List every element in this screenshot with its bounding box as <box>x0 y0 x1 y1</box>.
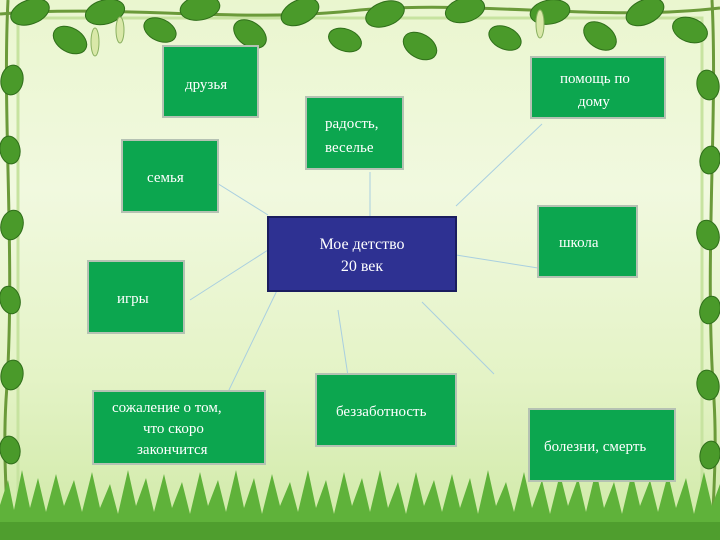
leaf <box>696 369 720 401</box>
connector-semya <box>211 179 269 216</box>
center-title: Мое детство <box>319 236 405 253</box>
node-radost-label-2: веселье <box>325 140 374 156</box>
pod <box>90 27 100 57</box>
node-sozhalenie-label-1: сожаление о том, <box>112 400 222 416</box>
leaf <box>625 0 665 27</box>
pod <box>535 9 545 39</box>
leaf <box>179 0 221 21</box>
leaf <box>0 64 24 96</box>
leaf <box>143 17 177 43</box>
node-sozhalenie-label-3: закончится <box>137 442 208 458</box>
leaf <box>672 16 708 44</box>
leaf <box>10 0 50 26</box>
leaf <box>233 19 267 49</box>
node-semya: семья <box>121 139 219 213</box>
connector-igry <box>189 249 269 301</box>
connector-bezzabotnost <box>337 309 349 377</box>
node-bolezni: болезни, смерть <box>528 408 676 482</box>
node-bolezni-label: болезни, смерть <box>544 439 647 455</box>
node-druzya-label: друзья <box>185 77 228 93</box>
node-druzya: друзья <box>162 45 259 118</box>
leaf <box>0 209 24 241</box>
node-semya-label: семья <box>147 170 184 186</box>
leaf <box>280 0 320 27</box>
connector-pomosh <box>455 123 543 207</box>
grass-base <box>0 522 720 540</box>
node-radost: радость, веселье <box>305 96 404 170</box>
node-shkola-label: школа <box>559 235 599 251</box>
node-pomosh-label-2: дому <box>578 94 610 110</box>
leaf <box>328 27 362 53</box>
center-node: Мое детство 20 век <box>267 216 457 292</box>
leaf <box>583 21 617 51</box>
node-pomosh-label-1: помощь по <box>560 71 630 87</box>
connector-shkola <box>455 254 539 269</box>
node-radost-label-1: радость, <box>325 116 379 132</box>
leaf <box>402 31 438 61</box>
leaf <box>488 25 522 51</box>
leaf <box>84 0 126 26</box>
leaf <box>0 435 21 465</box>
pod <box>115 16 125 44</box>
leaf <box>365 0 405 28</box>
node-sozhalenie-label-2: что скоро <box>143 421 204 437</box>
node-igry-label: игры <box>117 291 149 307</box>
node-igry: игры <box>87 260 185 334</box>
node-bezzabotnost-label: беззаботность <box>336 404 427 420</box>
leaf <box>0 359 24 391</box>
leaf <box>52 25 88 55</box>
leaf <box>444 0 486 24</box>
leaf <box>696 219 720 251</box>
leaf <box>696 69 720 101</box>
node-pomosh: помощь по дому <box>530 56 666 119</box>
node-shkola: школа <box>537 205 638 278</box>
center-subtitle: 20 век <box>340 258 384 275</box>
leaf <box>0 135 21 165</box>
leaf <box>0 285 21 315</box>
connector-bolezni <box>421 301 495 375</box>
node-bezzabotnost: беззаботность <box>315 373 457 447</box>
node-sozhalenie: сожаление о том, что скоро закончится <box>92 390 266 465</box>
connector-sozhalenie <box>227 277 284 393</box>
